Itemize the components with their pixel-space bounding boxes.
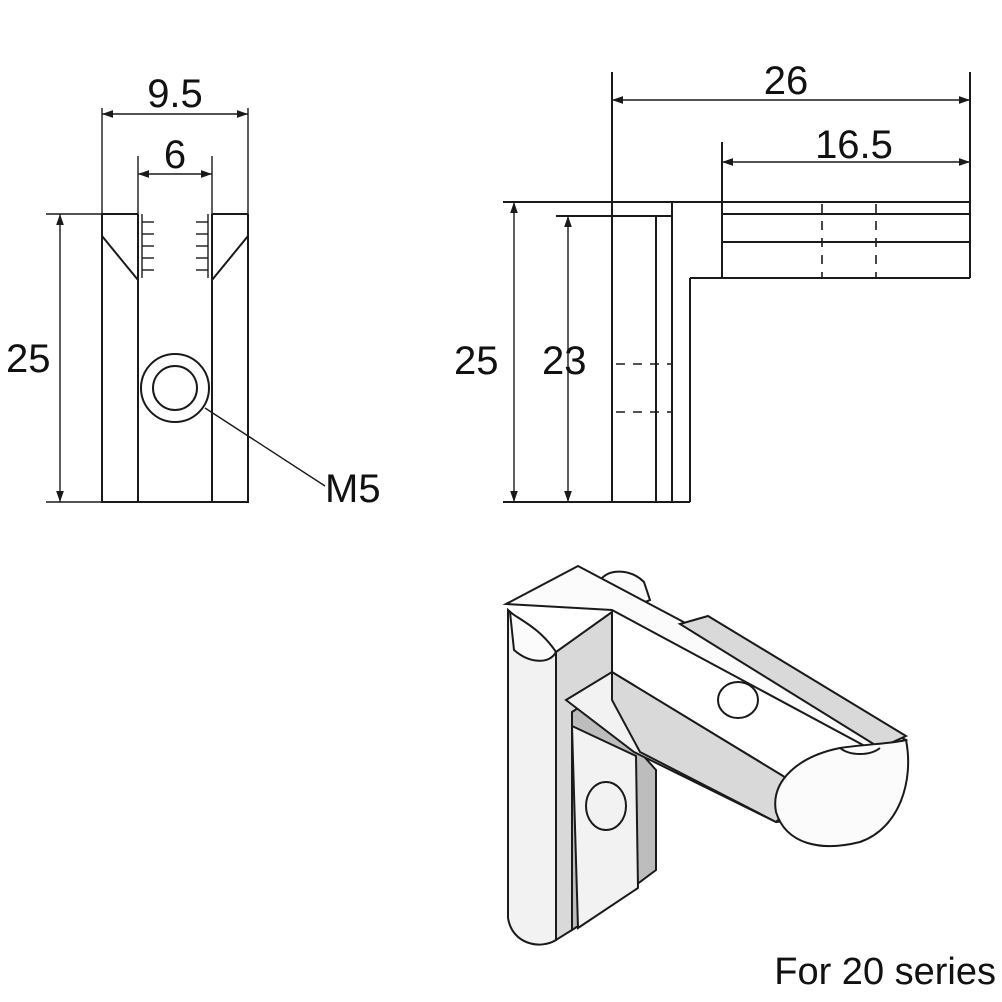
- iso-post-hole: [585, 781, 627, 831]
- front-view: M5 9.5 6 25: [6, 72, 381, 511]
- iso-arm-under-face: [611, 670, 808, 824]
- dimension-thread-width-6: 6: [137, 133, 213, 214]
- isometric-view: [502, 564, 910, 946]
- iso-arm-hole: [717, 681, 759, 719]
- side-view: 26 16.5 25 23: [454, 59, 971, 503]
- thread-hatching: [141, 214, 209, 278]
- iso-inner-flange-face: [570, 724, 640, 930]
- svg-text:23: 23: [542, 339, 587, 383]
- dimension-arm-length-16-5: 16.5: [722, 123, 970, 167]
- svg-text:26: 26: [764, 59, 809, 103]
- m5-thread-label: M5: [325, 467, 381, 511]
- series-caption: For 20 series: [774, 951, 996, 993]
- dimension-length-26: 26: [612, 59, 970, 104]
- hidden-hole-lines: [616, 204, 877, 413]
- svg-text:25: 25: [454, 339, 499, 383]
- dimension-width-9-5: 9.5: [101, 72, 249, 214]
- iso-post-groove: [508, 609, 558, 662]
- svg-text:9.5: 9.5: [147, 72, 203, 116]
- dimension-inner-height-23: 23: [542, 216, 587, 502]
- dimension-height-25-side: 25: [454, 202, 518, 502]
- iso-arm-rail: [677, 614, 909, 750]
- svg-text:16.5: 16.5: [815, 123, 893, 167]
- m5-hole: [140, 353, 210, 423]
- svg-text:6: 6: [164, 133, 186, 177]
- svg-text:25: 25: [6, 337, 51, 381]
- iso-arm-end-cap: [774, 738, 910, 848]
- side-view-outline: [503, 72, 971, 503]
- dimension-height-25-front: 25: [6, 213, 102, 503]
- m5-leader-line: [204, 407, 326, 487]
- front-view-outline: [101, 213, 249, 503]
- iso-arm-end-groove: [839, 747, 881, 755]
